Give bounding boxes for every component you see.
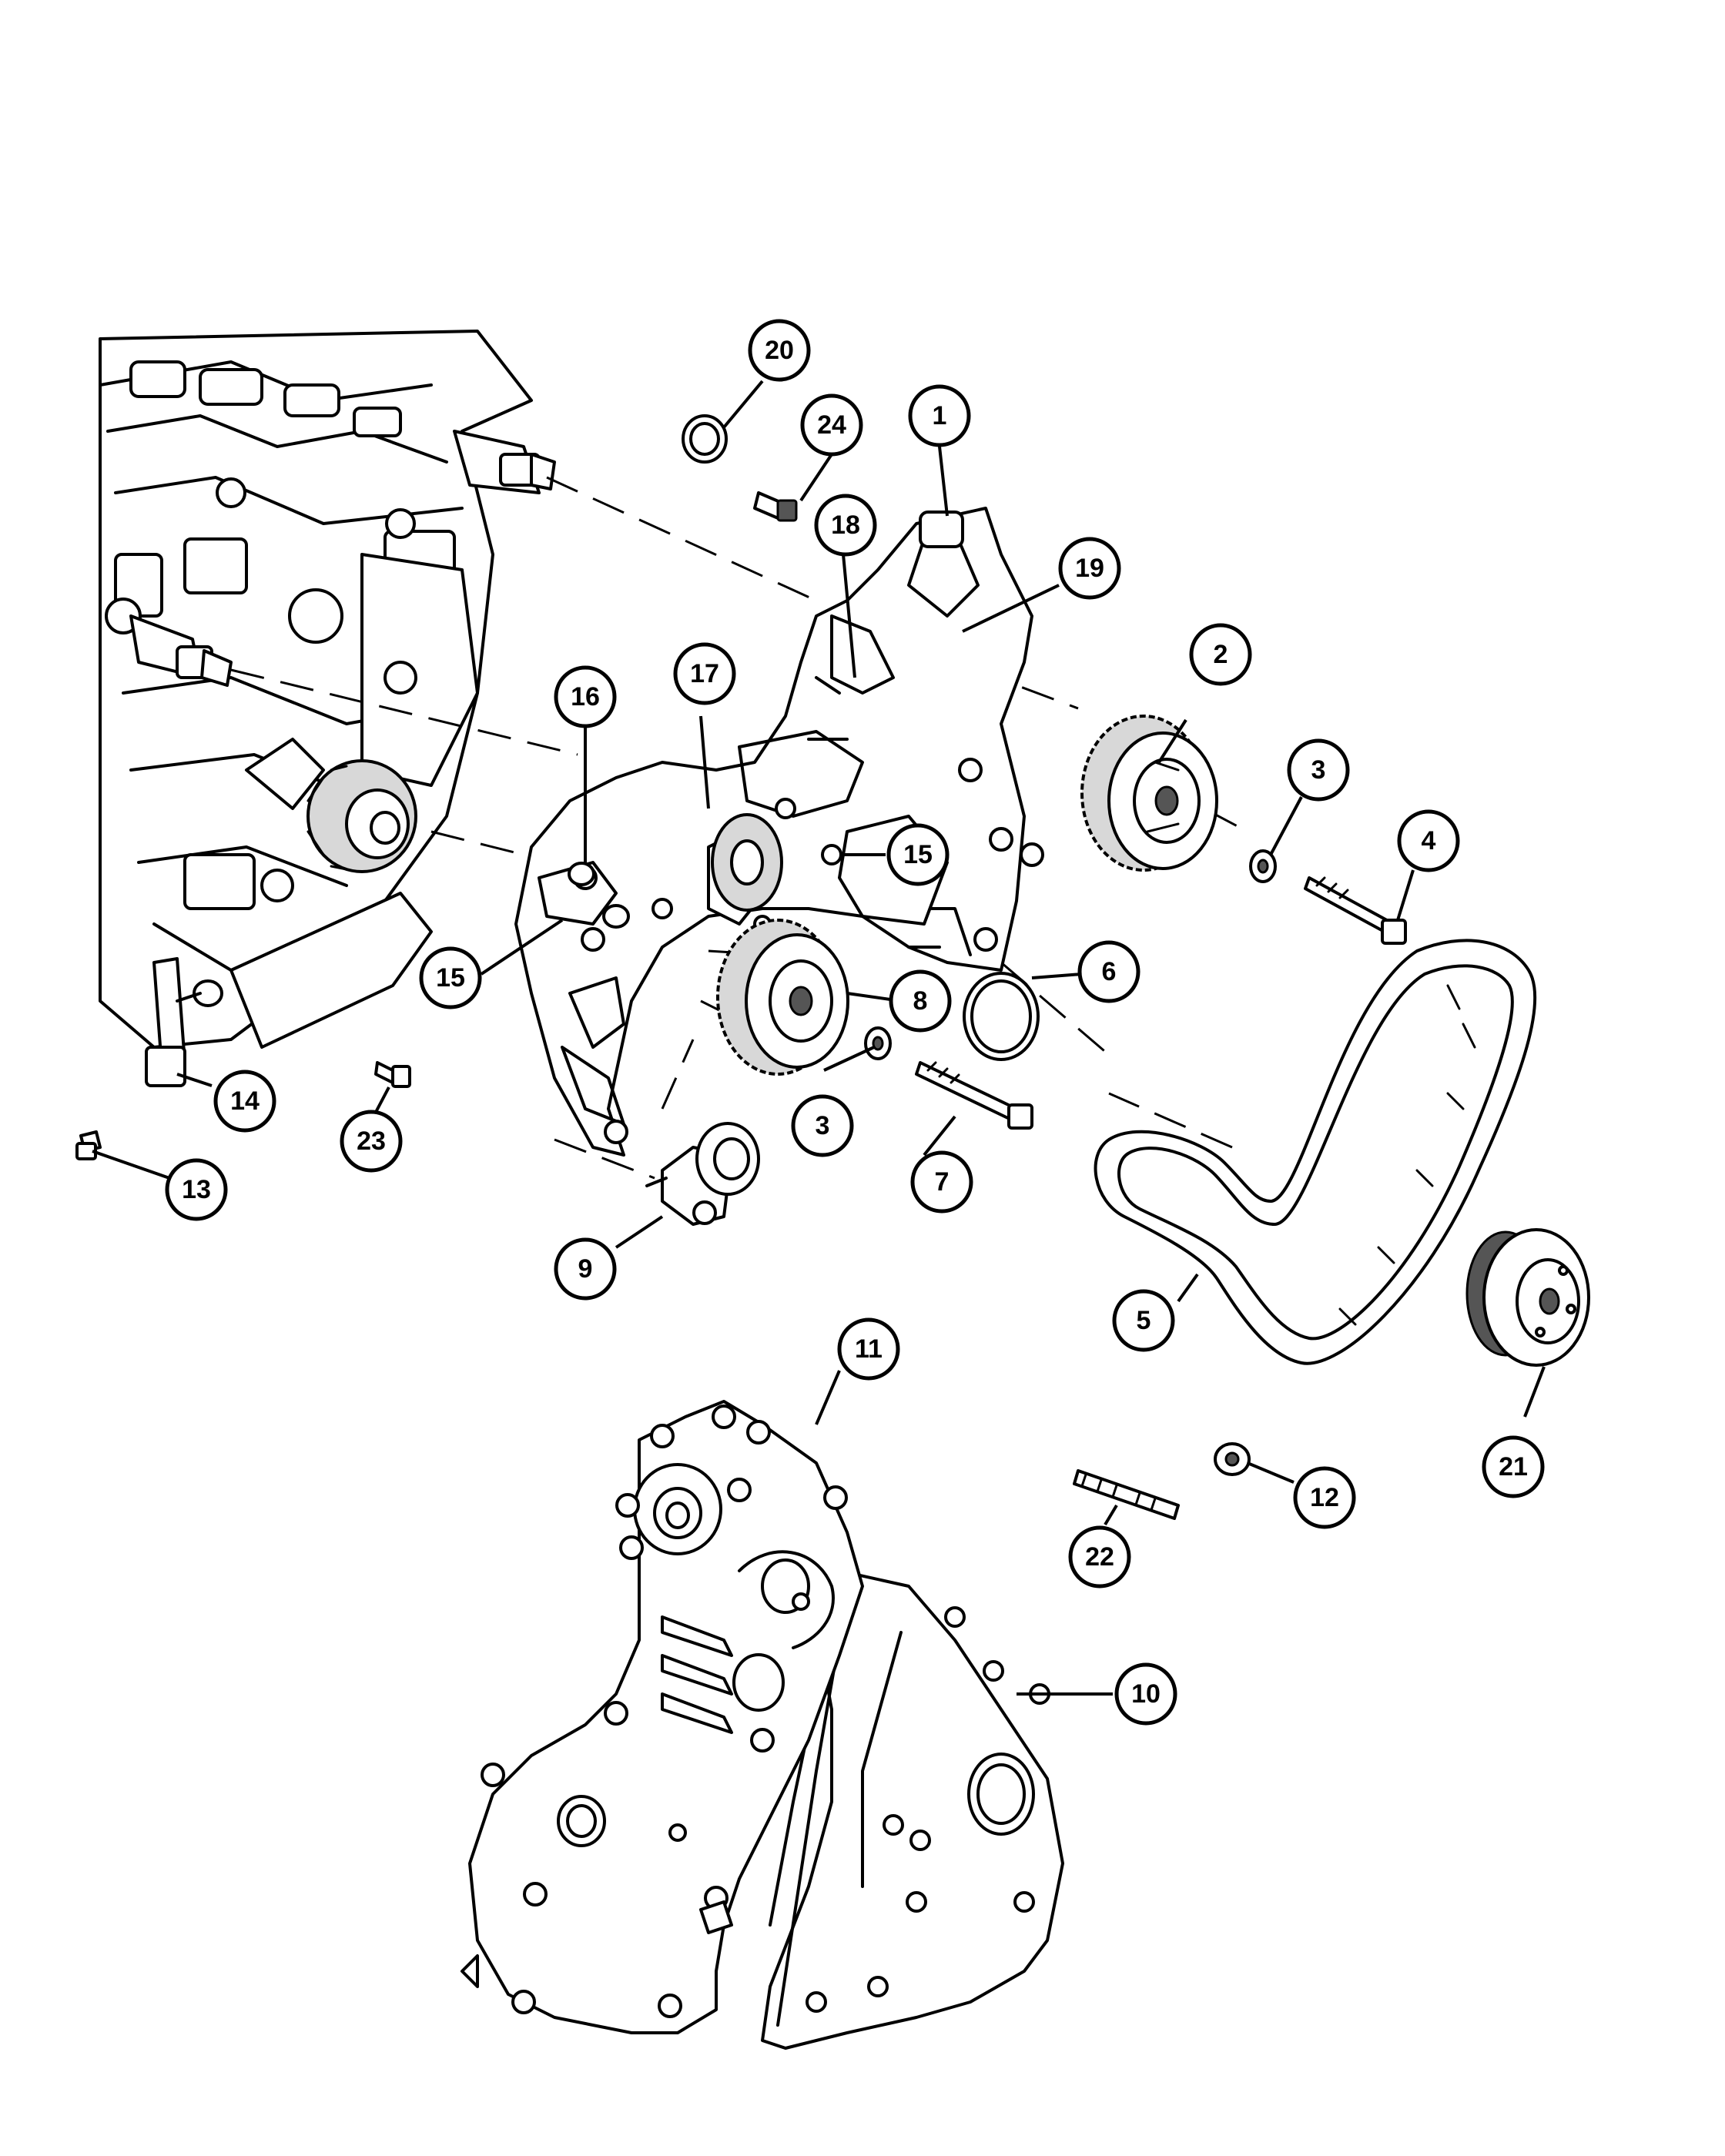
callout-18-number: 18 — [831, 511, 860, 540]
callout-12: 12 — [1293, 1466, 1356, 1529]
washer-15-upper — [821, 844, 842, 865]
water-pump-pulley — [306, 759, 417, 873]
bolt-23 — [374, 1061, 411, 1088]
callout-11-number: 11 — [855, 1334, 883, 1364]
belt-tensioner — [645, 1122, 760, 1226]
callout-3-upper-number: 3 — [1311, 755, 1326, 785]
callout-18: 18 — [814, 494, 877, 557]
callout-12-number: 12 — [1310, 1483, 1339, 1512]
callout-10-number: 10 — [1131, 1679, 1161, 1709]
callout-14: 14 — [213, 1070, 276, 1133]
callout-2: 2 — [1189, 623, 1252, 686]
callout-14-number: 14 — [230, 1086, 260, 1116]
washer-16 — [568, 862, 595, 886]
callout-4: 4 — [1397, 809, 1460, 872]
callout-5: 5 — [1112, 1289, 1175, 1352]
front-timing-cover-lower — [761, 1569, 1064, 2050]
callout-15-left: 15 — [419, 946, 482, 1009]
callout-22: 22 — [1068, 1525, 1131, 1589]
timing-belt — [1094, 939, 1537, 1365]
callout-16: 16 — [554, 665, 617, 728]
gasket-20 — [682, 414, 728, 464]
sensor-14 — [145, 957, 223, 1087]
callout-8: 8 — [889, 969, 952, 1033]
callout-16-number: 16 — [571, 682, 600, 711]
callout-11: 11 — [837, 1317, 900, 1381]
callout-23: 23 — [340, 1110, 403, 1173]
callout-20: 20 — [748, 319, 811, 382]
callout-9-number: 9 — [578, 1254, 593, 1284]
washer-15-left — [602, 904, 630, 929]
callout-9: 9 — [554, 1237, 617, 1301]
callout-5-number: 5 — [1137, 1306, 1151, 1335]
callout-6-number: 6 — [1102, 957, 1117, 986]
washer-3-upper — [1249, 849, 1277, 883]
callout-21: 21 — [1482, 1435, 1545, 1498]
callout-8-number: 8 — [913, 986, 928, 1016]
leader-lines — [92, 380, 1546, 1696]
callout-6: 6 — [1077, 940, 1141, 1003]
callout-1-number: 1 — [933, 401, 947, 430]
callout-3-upper: 3 — [1287, 738, 1350, 802]
callout-15-right-number: 15 — [903, 840, 933, 869]
rear-timing-cover — [514, 507, 1044, 1157]
callout-19-number: 19 — [1075, 554, 1104, 583]
front-timing-cover-upper — [461, 1400, 864, 2034]
callout-17: 17 — [673, 642, 736, 705]
callout-15-right: 15 — [886, 823, 950, 886]
callout-13-number: 13 — [182, 1175, 211, 1204]
bolt-13 — [75, 1130, 102, 1160]
callout-3-lower-number: 3 — [816, 1111, 830, 1140]
callout-10: 10 — [1114, 1662, 1177, 1726]
washer-3-lower — [864, 1026, 892, 1060]
bolt-7 — [915, 1061, 1033, 1130]
callout-19: 19 — [1058, 537, 1121, 600]
camshaft-sprocket-lower — [716, 919, 849, 1076]
callout-2-number: 2 — [1214, 640, 1228, 669]
stud-22 — [1073, 1469, 1180, 1520]
callout-7-number: 7 — [935, 1167, 950, 1197]
engine-block — [99, 330, 556, 1049]
callout-1: 1 — [908, 384, 971, 447]
callout-3-lower: 3 — [791, 1094, 854, 1157]
nut-12 — [1214, 1442, 1251, 1476]
callout-23-number: 23 — [357, 1127, 386, 1156]
callout-7: 7 — [910, 1150, 973, 1214]
callout-20-number: 20 — [765, 336, 794, 365]
bolt-24 — [753, 491, 798, 522]
callout-15-left-number: 15 — [436, 963, 465, 993]
callout-24: 24 — [800, 393, 863, 457]
bolt-4 — [1304, 876, 1407, 945]
callout-17-number: 17 — [690, 659, 719, 688]
callout-21-number: 21 — [1499, 1452, 1528, 1481]
crankshaft-sprocket — [1465, 1228, 1590, 1367]
callout-24-number: 24 — [817, 410, 846, 440]
callout-22-number: 22 — [1085, 1542, 1114, 1572]
callout-4-number: 4 — [1422, 826, 1436, 855]
callout-13: 13 — [165, 1158, 228, 1221]
o-ring-6 — [963, 972, 1040, 1061]
camshaft-sprocket-upper — [1080, 715, 1218, 872]
